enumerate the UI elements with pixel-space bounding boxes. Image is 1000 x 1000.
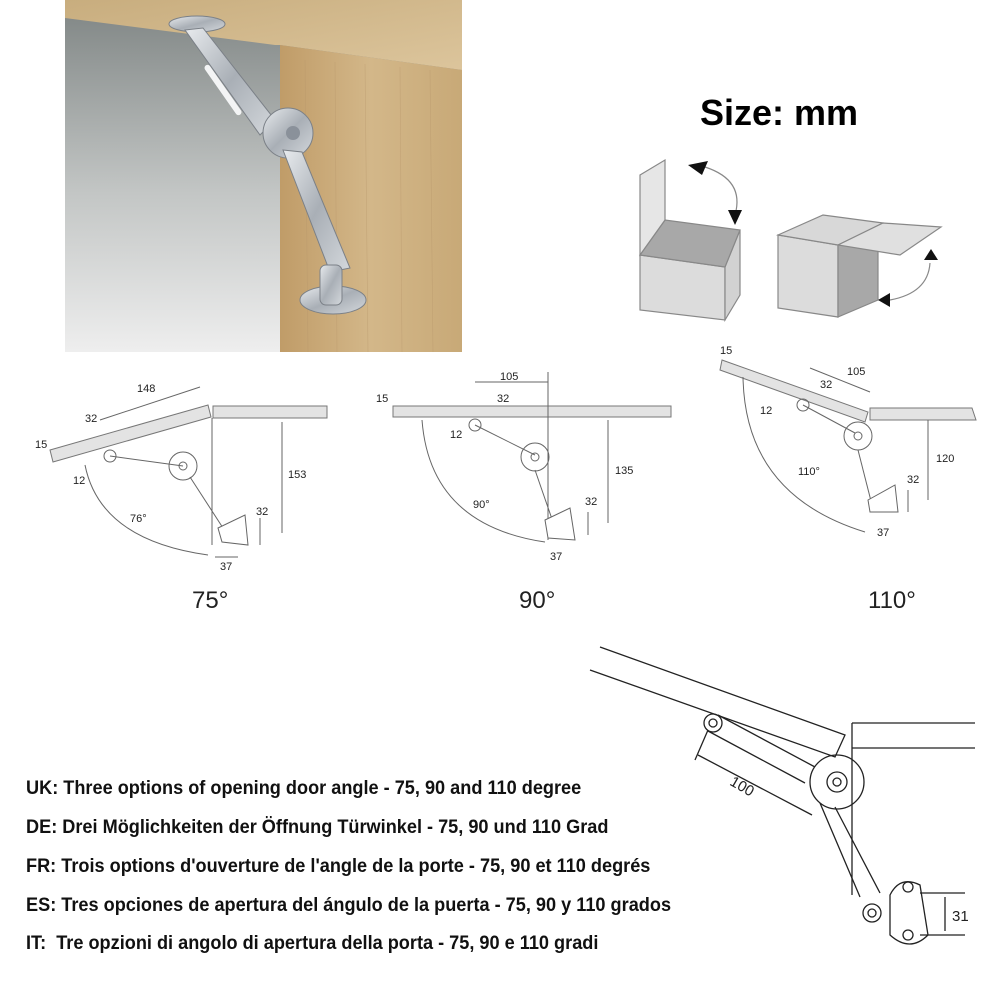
size-unit-title: Size: mm <box>700 92 859 133</box>
arc-label-76: 76° <box>130 513 147 525</box>
description-es: ES: Tres opciones de apertura del ángulo… <box>26 894 672 916</box>
dim-31: 31 <box>952 908 969 925</box>
dim-12: 12 <box>760 405 772 417</box>
dim-153: 153 <box>288 469 306 481</box>
dim-15: 15 <box>35 439 47 451</box>
dim-32-base: 32 <box>907 474 919 486</box>
dim-37: 37 <box>550 551 562 563</box>
angle-label-90: 90° <box>519 587 556 614</box>
upward-opening-box-icon <box>638 158 742 323</box>
angle-label-110: 110° <box>868 587 916 614</box>
dim-32-base: 32 <box>256 506 268 518</box>
product-photo <box>65 0 462 352</box>
dim-32-top: 32 <box>497 393 509 405</box>
dim-12: 12 <box>450 429 462 441</box>
dim-32-top: 32 <box>820 379 832 391</box>
dim-32-top: 32 <box>85 413 97 425</box>
description-uk: UK: Three options of opening door angle … <box>26 777 582 799</box>
dim-105: 105 <box>847 366 865 378</box>
dim-100: 100 <box>727 773 757 800</box>
hinge-detail-drawing: 100 31 <box>589 646 975 945</box>
arc-label-110: 110° <box>798 466 820 478</box>
description-it: IT: Tre opzioni di angolo di apertura de… <box>26 932 599 954</box>
diagram-110-degree: 105 32 15 12 110° 120 32 37 <box>719 345 977 539</box>
dim-15: 15 <box>376 393 388 405</box>
dim-37: 37 <box>877 527 889 539</box>
hinge-photo-illustration <box>65 0 462 352</box>
flap-opening-box-icon <box>775 214 943 318</box>
description-de: DE: Drei Möglichkeiten der Öffnung Türwi… <box>26 816 609 838</box>
angle-label-75: 75° <box>192 587 229 614</box>
dim-12: 12 <box>73 475 85 487</box>
dim-135: 135 <box>615 465 633 477</box>
dim-32-base: 32 <box>585 496 597 508</box>
diagram-75-degree: 148 32 15 12 76° 153 32 37 <box>35 383 328 573</box>
arc-label-90: 90° <box>473 499 490 511</box>
dim-120: 120 <box>936 453 954 465</box>
dim-148: 148 <box>137 383 155 395</box>
dim-37: 37 <box>220 561 232 573</box>
description-fr: FR: Trois options d'ouverture de l'angle… <box>26 855 651 877</box>
dim-15: 15 <box>720 345 732 357</box>
diagram-90-degree: 105 32 15 12 90° 135 32 37 <box>376 371 672 563</box>
dim-105: 105 <box>500 371 518 383</box>
